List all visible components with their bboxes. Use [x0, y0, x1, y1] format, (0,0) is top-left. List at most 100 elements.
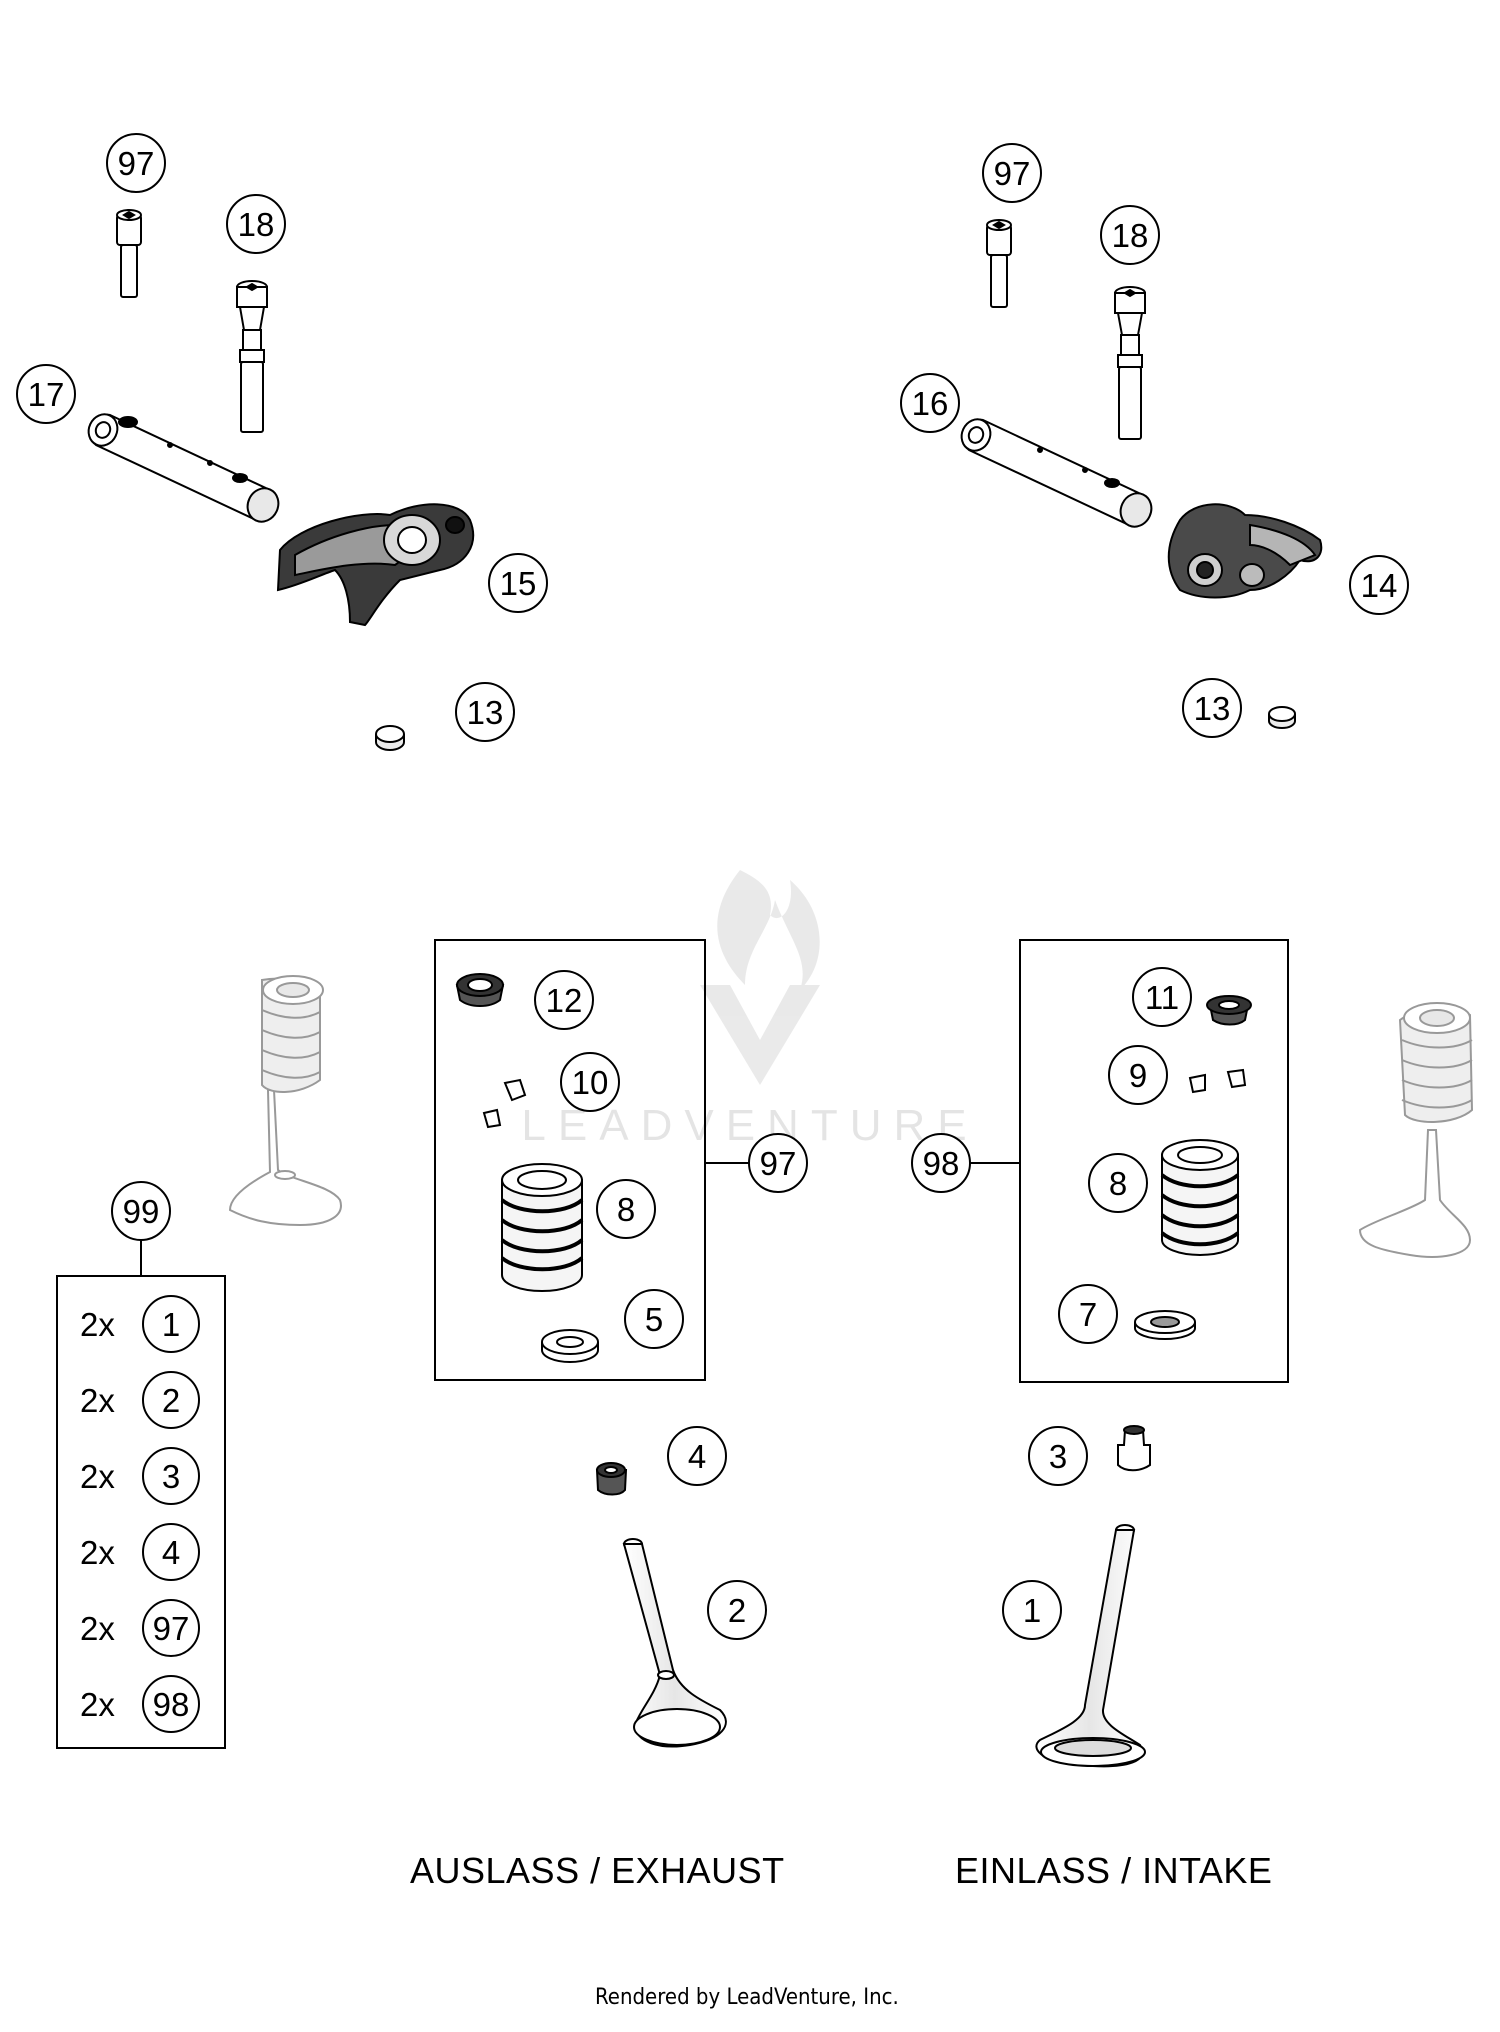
callout-number: 2 — [728, 1592, 746, 1629]
callout-18: 18 — [226, 194, 286, 254]
callout-number: 11 — [1145, 979, 1179, 1016]
kit-99-row: 2x 4 — [80, 1523, 200, 1581]
kit-99-row: 2x 3 — [80, 1447, 200, 1505]
callout-number: 13 — [467, 694, 504, 731]
callout-number: 98 — [923, 1145, 960, 1182]
callout-15: 15 — [488, 553, 548, 613]
footer-credit: Rendered by LeadVenture, Inc. — [595, 1985, 899, 2010]
callout-number: 4 — [688, 1438, 706, 1475]
valve-spring-7-exhaust — [500, 1163, 584, 1292]
kit-row-part: 2 — [162, 1382, 180, 1419]
watermark-logo — [700, 870, 820, 1085]
caption-exhaust: AUSLASS / EXHAUST — [410, 1850, 785, 1891]
bolt-18-left — [116, 209, 142, 298]
kit-99-box — [56, 1275, 226, 1749]
valve-spring-7-intake — [1160, 1139, 1240, 1256]
rocker-arm-13 — [1167, 503, 1323, 599]
callout-97: 97 — [106, 133, 166, 193]
kit-row-qty: 2x — [80, 1458, 115, 1495]
valve-keepers-9 — [482, 1078, 527, 1129]
callout-number: 8 — [617, 1191, 635, 1228]
callout-number: 8 — [1109, 1165, 1127, 1202]
rocker-shaft-15 — [960, 418, 1153, 528]
kit-99-row: 2x 2 — [80, 1371, 200, 1429]
kit-99-row: 2x 97 — [80, 1599, 200, 1657]
callout-number: 13 — [1194, 690, 1231, 727]
kit-row-part: 4 — [162, 1534, 180, 1571]
callout-number: 14 — [1361, 567, 1398, 604]
spring-seat-5-intake — [1134, 1310, 1196, 1340]
bolt-18-right — [986, 219, 1012, 308]
valve-stem-seal-4 — [595, 1462, 628, 1496]
callout-number: 10 — [572, 1064, 609, 1101]
kit-row-part: 1 — [162, 1306, 180, 1343]
kit-row-part: 98 — [153, 1686, 190, 1723]
kit-row-qty: 2x — [80, 1306, 115, 1343]
callout-5: 5 — [624, 1289, 684, 1349]
rocker-arm-14 — [276, 503, 475, 627]
callout-9: 9 — [1108, 1045, 1168, 1105]
kit-99-row: 2x 1 — [80, 1295, 200, 1353]
callout-14: 14 — [1349, 555, 1409, 615]
callout-8: 8 — [596, 1179, 656, 1239]
callout-number: 18 — [1112, 217, 1149, 254]
callout-10: 10 — [560, 1052, 620, 1112]
callout-8: 8 — [1088, 1153, 1148, 1213]
shim-12-right — [1268, 706, 1296, 729]
spring-retainer-10 — [1206, 995, 1252, 1026]
spring-retainer-11 — [455, 973, 505, 1007]
kit-row-qty: 2x — [80, 1534, 115, 1571]
callout-number: 18 — [238, 206, 275, 243]
callout-3: 3 — [1028, 1426, 1088, 1486]
kit-row-qty: 2x — [80, 1686, 115, 1723]
caption-intake: EINLASS / INTAKE — [955, 1850, 1273, 1891]
kit-99-row: 2x 98 — [80, 1675, 200, 1733]
callout-13: 13 — [1182, 678, 1242, 738]
callout-7: 7 — [1058, 1284, 1118, 1344]
kit-row-qty: 2x — [80, 1610, 115, 1647]
callout-number: 1 — [1023, 1592, 1041, 1629]
exhaust-valve-2 — [622, 1538, 727, 1748]
intake-valve-1 — [1035, 1524, 1146, 1768]
kit-row-part: 97 — [153, 1610, 190, 1647]
pin-17-left — [236, 280, 268, 433]
callout-number: 97 — [118, 145, 155, 182]
callout-number: 97 — [760, 1145, 797, 1182]
callout-97: 97 — [982, 143, 1042, 203]
rocker-shaft-16 — [87, 413, 280, 523]
callout-number: 17 — [28, 376, 65, 413]
callout-number: 16 — [912, 385, 949, 422]
callout-number: 5 — [645, 1301, 663, 1338]
kit-98-box — [1019, 939, 1289, 1383]
callout-16: 16 — [900, 373, 960, 433]
callout-99: 99 — [111, 1181, 171, 1241]
callout-number: 7 — [1079, 1296, 1097, 1333]
callout-18: 18 — [1100, 205, 1160, 265]
callout-number: 12 — [546, 982, 583, 1019]
valve-assembly-intake-faded — [1358, 1002, 1474, 1258]
callout-12: 12 — [534, 970, 594, 1030]
kit-row-qty: 2x — [80, 1382, 115, 1419]
valve-assembly-exhaust-faded — [228, 975, 342, 1227]
callout-11: 11 — [1132, 967, 1192, 1027]
callout-17: 17 — [16, 364, 76, 424]
kit-row-part: 3 — [162, 1458, 180, 1495]
spring-seat-5-exhaust — [541, 1329, 599, 1363]
callout-number: 97 — [994, 155, 1031, 192]
callout-4: 4 — [667, 1426, 727, 1486]
kit-97-box — [434, 939, 706, 1381]
pin-17-right — [1114, 286, 1146, 440]
callout-98: 98 — [911, 1133, 971, 1193]
callout-13: 13 — [455, 682, 515, 742]
callout-number: 3 — [1049, 1438, 1067, 1475]
kit-99-rows: 2x 1 2x 2 2x 3 2x 4 2x 97 2x 98 — [80, 1295, 200, 1733]
callout-number: 15 — [500, 565, 537, 602]
shim-12-left — [375, 725, 405, 751]
callout-number: 99 — [123, 1193, 160, 1230]
valve-keepers-8 — [1188, 1068, 1247, 1094]
valve-stem-seal-3 — [1117, 1425, 1151, 1472]
callout-number: 9 — [1129, 1057, 1147, 1094]
